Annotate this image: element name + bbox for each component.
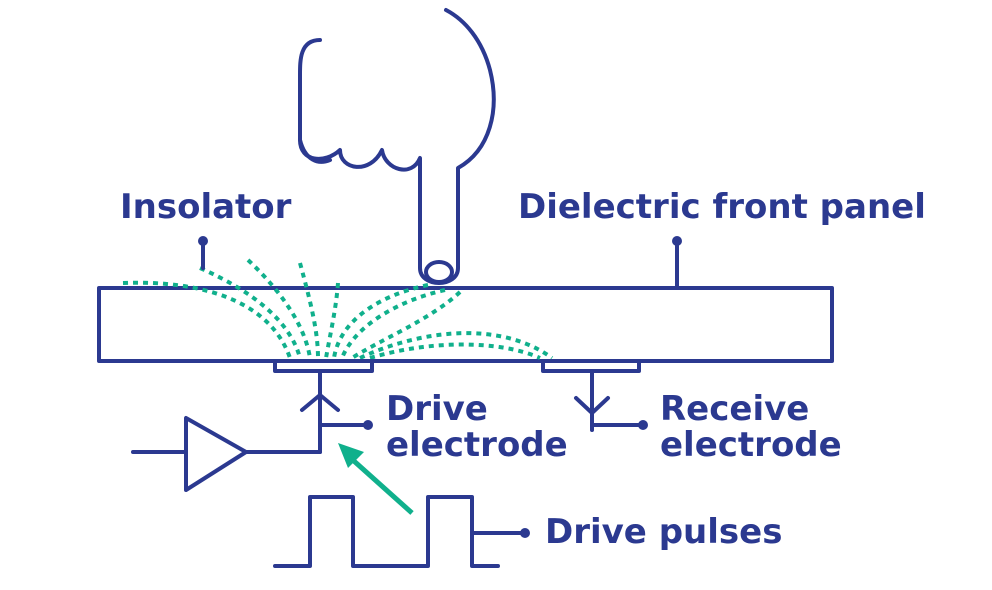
dielectric-leader: [672, 236, 682, 290]
dielectric-front-panel-label: Dielectric front panel: [518, 187, 926, 227]
dielectric-panel: [97, 286, 834, 363]
drive-pulses-label: Drive pulses: [545, 512, 782, 552]
electric-field-lines: [122, 258, 554, 360]
receive-electrode-connector: [574, 369, 610, 432]
drive-electrode-connector: [244, 369, 340, 454]
amplifier-triangle-icon: [131, 416, 248, 492]
drive-electrode-label-line1: Drive: [386, 389, 488, 429]
green-arrow-icon: [338, 443, 414, 515]
drive-electrode-leader: [318, 420, 373, 430]
receive-electrode-leader: [590, 420, 648, 430]
drive-electrode-plate: [273, 359, 374, 373]
insolator-label: Insolator: [120, 187, 292, 227]
drive-pulses-leader: [470, 528, 530, 538]
receive-electrode-label-line2: electrode: [660, 425, 842, 465]
insolator-leader: [198, 236, 208, 270]
square-wave-icon: [273, 495, 500, 568]
receive-electrode-label-line1: Receive: [660, 389, 809, 429]
finger-icon: [298, 8, 496, 285]
drive-electrode-label-line2: electrode: [386, 425, 568, 465]
